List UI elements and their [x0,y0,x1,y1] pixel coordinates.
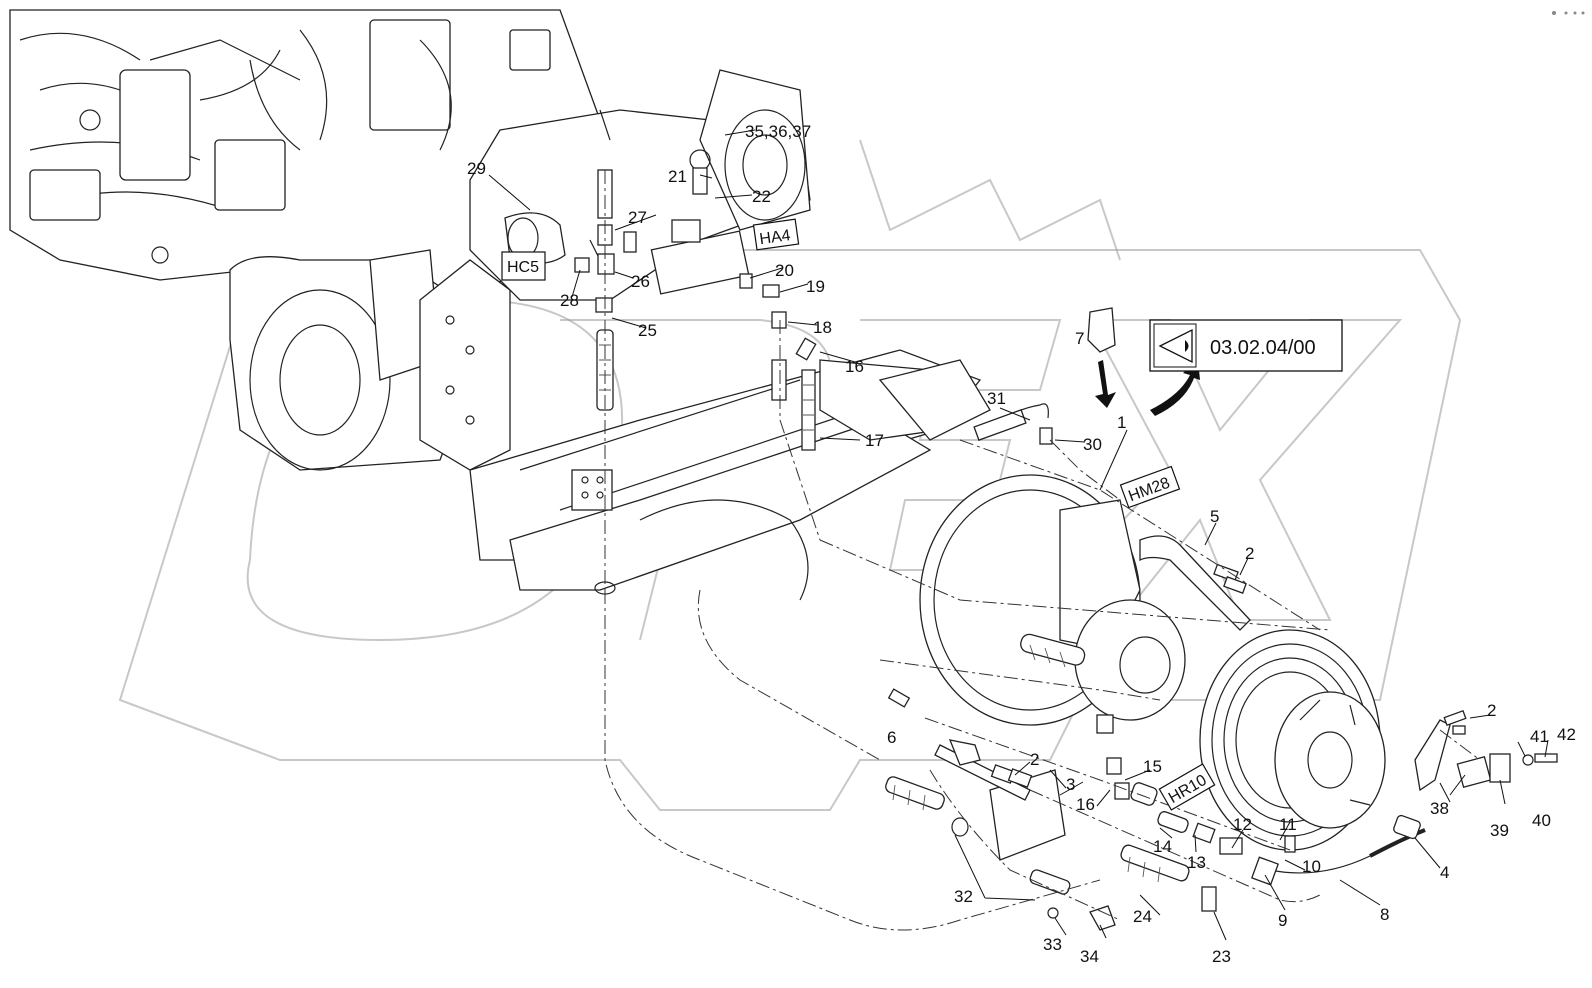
callout-21: 21 [668,167,687,186]
hydraulic-parts [504,149,1116,451]
corner-marks [1552,11,1585,15]
tag-hr10: HR10 [1158,763,1216,811]
callout-8: 8 [1380,905,1389,924]
callout-9: 9 [1278,911,1287,930]
callout-26: 26 [631,272,650,291]
callout-40: 40 [1532,811,1551,830]
tag-ha4: HA4 [752,218,800,251]
reference-eye-icon [1158,328,1193,364]
transmission-housing [229,69,811,471]
reference-box[interactable]: 03.02.04/00 [1149,319,1343,372]
callout-41: 41 [1530,727,1549,746]
callout-16b: 16 [845,357,864,376]
callout-2c: 2 [1030,750,1039,769]
tag-hc5: HC5 [501,251,546,281]
callout-15: 15 [1143,757,1162,776]
callout-22: 22 [752,187,771,206]
callout-28: 28 [560,291,579,310]
callout-38: 38 [1430,799,1449,818]
tag-ha4-text: HA4 [758,227,791,248]
callout-25: 25 [638,321,657,340]
callout-10: 10 [1302,857,1321,876]
leader-lines [488,129,1549,941]
callout-16a: 16 [1076,795,1095,814]
callout-1: 1 [1117,413,1126,432]
callout-3: 3 [1066,775,1075,794]
assembly-lines [604,170,1481,931]
callout-13: 13 [1187,853,1206,872]
callout-31: 31 [987,389,1006,408]
callout-labels: 1 2 2 2 3 4 5 6 7 8 9 10 11 12 13 14 15 … [467,122,1576,966]
tag-hc5-text: HC5 [507,259,539,276]
callout-18: 18 [813,318,832,337]
callout-23: 23 [1212,947,1231,966]
tag-hm28: HM28 [1119,465,1181,509]
callout-2a: 2 [1245,544,1254,563]
callout-34: 34 [1080,947,1099,966]
reference-code: 03.02.04/00 [1210,337,1316,359]
callout-11: 11 [1279,815,1297,834]
callout-17: 17 [865,431,884,450]
callout-2b: 2 [1487,701,1496,720]
callout-33: 33 [1043,935,1062,954]
callout-29: 29 [467,159,486,178]
callout-19: 19 [806,277,825,296]
callout-32: 32 [954,887,973,906]
callout-27: 27 [628,208,647,227]
engine-assembly [9,9,601,301]
callout-20: 20 [775,261,794,280]
lower-fittings [885,576,1466,931]
callout-14: 14 [1153,837,1172,856]
chassis-frame [469,349,991,601]
callout-7: 7 [1075,329,1084,348]
callout-42: 42 [1557,725,1576,744]
callout-30: 30 [1083,435,1102,454]
callout-4: 4 [1440,863,1449,882]
callout-5: 5 [1210,507,1219,526]
callout-39: 39 [1490,821,1509,840]
callout-24: 24 [1133,907,1152,926]
reference-arrows [1095,360,1200,416]
callout-12: 12 [1233,815,1252,834]
callout-35-36-37: 35,36,37 [745,122,811,141]
callout-6: 6 [887,728,896,747]
